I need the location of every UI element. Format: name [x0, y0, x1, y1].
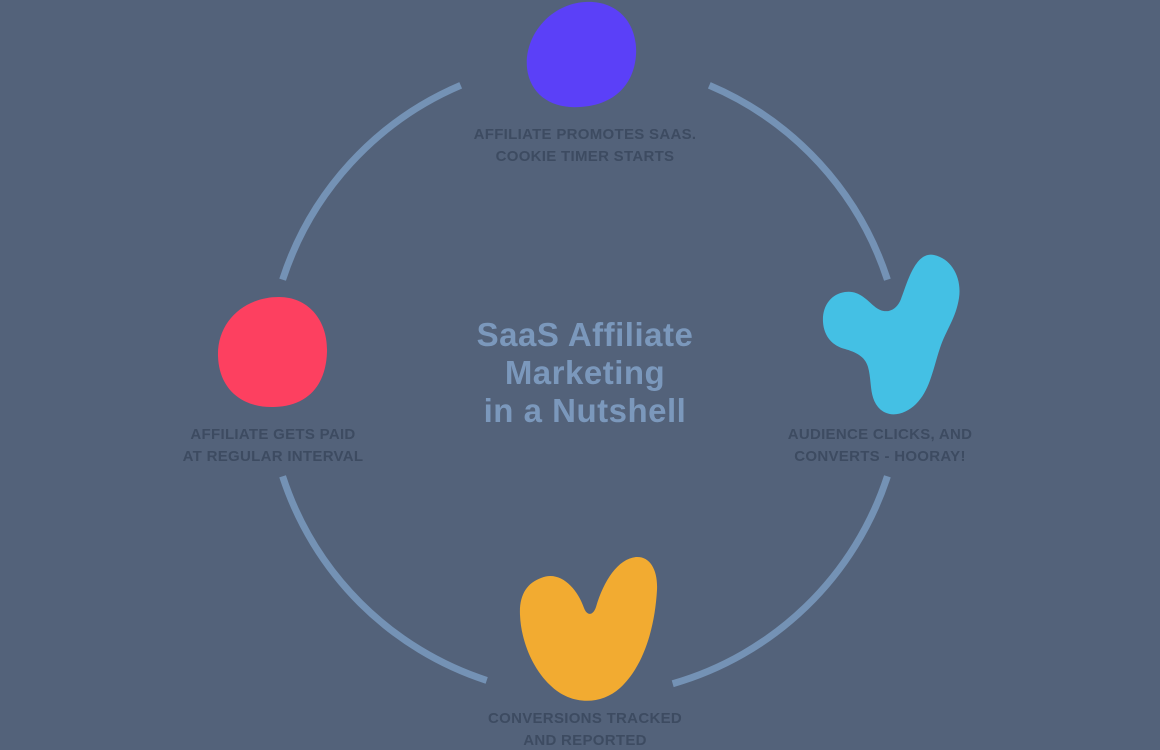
page-title-line: in a Nutshell [483, 392, 687, 429]
ring-arc-upper-left [279, 82, 463, 281]
step-label-line: AUDIENCE CLICKS, AND [787, 426, 973, 443]
step-label-line: AFFILIATE GETS PAID [190, 426, 356, 443]
step-label-audience-converts: AUDIENCE CLICKS, AND CONVERTS - HOORAY! [710, 424, 1050, 468]
page-title-line: Marketing [504, 354, 666, 391]
ring-arc-lower-right [671, 475, 891, 688]
blob-conversions-tracked [519, 556, 658, 701]
step-label-line: AT REGULAR INTERVAL [182, 448, 364, 465]
step-label-line: AND REPORTED [523, 732, 647, 749]
step-label-conversions-tracked: CONVERSIONS TRACKED AND REPORTED [415, 708, 755, 750]
step-label-line: COOKIE TIMER STARTS [495, 148, 675, 165]
step-label-affiliate-promotes: AFFILIATE PROMOTES SAAS. COOKIE TIMER ST… [415, 124, 755, 168]
blob-affiliate-promotes [526, 1, 637, 108]
step-label-affiliate-gets-paid: AFFILIATE GETS PAID AT REGULAR INTERVAL [103, 424, 443, 468]
page-title: SaaS Affiliate Marketing in a Nutshell [375, 316, 795, 430]
step-label-line: CONVERTS - HOORAY! [794, 448, 966, 465]
blob-audience-converts [822, 254, 960, 415]
ring-arc-lower-left [279, 475, 488, 684]
page-title-line: SaaS Affiliate [476, 316, 694, 353]
step-label-line: AFFILIATE PROMOTES SAAS. [473, 126, 697, 143]
step-label-line: CONVERSIONS TRACKED [487, 710, 683, 727]
blob-affiliate-gets-paid [217, 297, 328, 408]
ring-arc-upper-right [707, 82, 891, 281]
